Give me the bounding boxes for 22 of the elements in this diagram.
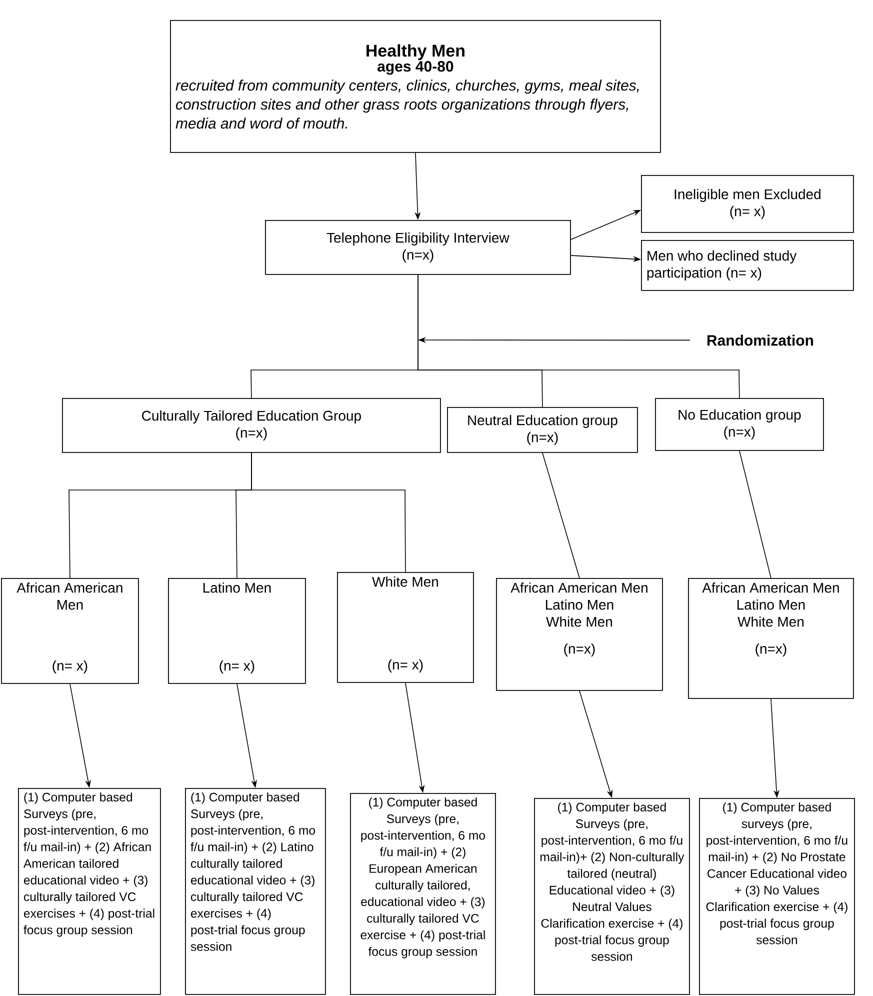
connector-line <box>542 452 580 578</box>
entry-box: Healthy Men ages 40-80 recruited from community centers, clinics, churches, gyms, meal sites, construction sites and other grass roots organizations through flyers, media and word of mouth. <box>170 20 661 153</box>
subgroup-box: Latino Men (n= x) <box>168 578 306 684</box>
subgroup-box: African American Men Latino Men White Men (n=x) <box>496 578 663 691</box>
connector-line <box>418 274 740 398</box>
intervention-box: (1) Computer based Surveys (pre, post-intervention, 6 mo f/u mail-in) + (2) African American tailored educational video + (3) culturally tailored VC exercises + (4) post-trial focus group session <box>18 788 161 995</box>
subgroup-box: African American Men Latino Men White Men (n=x) <box>688 578 854 699</box>
group-box: Culturally Tailored Education Group (n=x) <box>62 398 441 453</box>
process-box: Telephone Eligibility Interview (n=x) <box>265 220 571 275</box>
subgroup-box: African American Men (n= x) <box>1 578 139 684</box>
intervention-box: (1) Computer based surveys (pre, post-intervention, 6 mo f/u mail-in) + (2) No Prostate Cancer Educational video + (3) No Values Clarification exercise + (4) post-trial focus group session <box>699 798 855 995</box>
intervention-box: (1) Computer based Surveys (pre, post-intervention, 6 mo f/u mail-in) + (2) Latino culturally tailored educational video + (3) culturally tailored VC exercises + (4) post-trial focus group session <box>185 788 326 995</box>
group-box: No Education group (n=x) <box>655 398 824 451</box>
connector-line <box>251 452 406 572</box>
exclusion-box: Men who declined study participation (n= x) <box>641 240 854 291</box>
group-box: Neutral Education group (n=x) <box>447 407 638 453</box>
connector-line <box>739 450 772 578</box>
intervention-box: (1) Computer based Surveys (pre, post-intervention, 6 mo f/u mail-in)+ (2) Non-culturally tailored (neutral) Educational video + (3) Neutral Values Clarification exercise + (4) post-trial focus group session <box>534 798 690 995</box>
exclusion-box: Ineligible men Excluded (n= x) <box>641 175 854 233</box>
intervention-box: (1) Computer based Surveys (pre, post-intervention, 6 mo f/u mail-in) + (2) European American culturally tailored, educational video + (3) culturally tailored VC exercise + (4) post-trial focus group session <box>350 793 496 995</box>
subgroup-box: White Men (n= x) <box>337 572 474 683</box>
randomization-label: Randomization <box>707 334 814 346</box>
